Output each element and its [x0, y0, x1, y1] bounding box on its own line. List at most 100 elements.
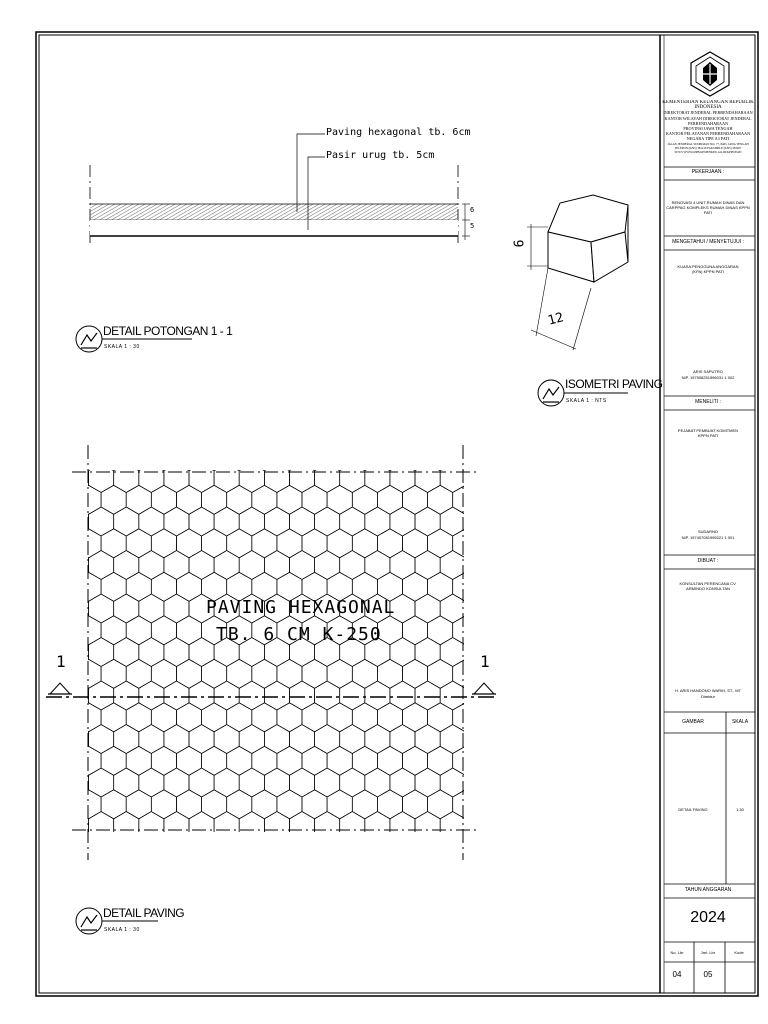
- hex-tile: [100, 571, 127, 602]
- hex-tile: [377, 702, 403, 733]
- hex-tile: [289, 680, 315, 711]
- hex-tile: [352, 833, 377, 862]
- mengetahui-label: MENGETAHUI / MENYETUJUI :: [672, 239, 744, 245]
- hex-tile: [364, 811, 391, 832]
- hex-tile: [163, 680, 190, 711]
- hex-tile: [88, 550, 115, 580]
- hex-tile: [377, 528, 403, 559]
- hex-tile: [439, 767, 464, 798]
- hex-tile: [339, 767, 366, 798]
- hex-tile: [264, 470, 290, 493]
- hex-tile: [301, 789, 328, 820]
- hex-tile: [264, 767, 290, 798]
- hex-tile: [188, 506, 215, 537]
- hex-tile: [251, 745, 278, 776]
- hex-tile: [314, 506, 341, 537]
- outer-border: [35, 31, 759, 997]
- hex-tile: [364, 470, 391, 493]
- hex-tile: [150, 745, 177, 776]
- hex-tile: [351, 528, 378, 559]
- hex-tile: [88, 789, 102, 820]
- org-line: KANTOR WILAYAH DIREKTORAT JENDERAL PERBE…: [664, 115, 752, 126]
- hex-tile: [251, 528, 278, 559]
- hex-tile: [113, 593, 140, 624]
- hex-tile: [276, 658, 303, 689]
- hex-tile: [326, 658, 353, 689]
- hex-tile: [289, 767, 315, 798]
- tahun-label: TAHUN ANGGARAN: [684, 887, 732, 893]
- hex-tile: [301, 702, 328, 733]
- hex-tile: [389, 680, 416, 711]
- hex-tile: [339, 680, 366, 711]
- pekerjaan-label: PEKERJAAN :: [691, 169, 725, 175]
- hex-tile: [88, 470, 89, 487]
- hex-tile: [314, 470, 341, 493]
- hex-tile: [452, 746, 464, 775]
- hex-tile: [478, 529, 503, 558]
- hex-tile: [402, 702, 428, 733]
- hex-tile: [389, 470, 416, 493]
- hex-tile: [213, 724, 240, 754]
- hex-tile: [351, 702, 378, 733]
- hex-tile: [339, 506, 366, 537]
- hex-tile: [125, 745, 152, 776]
- hex-tile: [427, 702, 454, 733]
- hex-tile: [427, 789, 454, 820]
- hex-tile: [163, 550, 190, 580]
- hex-tile: [402, 615, 428, 646]
- hex-label-line2: TB. 6 CM K-250: [216, 624, 382, 645]
- hex-tile: [314, 811, 341, 832]
- iso-height-label: 6: [512, 239, 528, 248]
- hex-tile: [402, 571, 428, 602]
- hex-tile: [339, 811, 366, 832]
- hex-tile: [465, 507, 490, 536]
- title-block: KEMENTERIAN KEUANGAN REPUBLIK INDONESIA …: [662, 36, 754, 992]
- hex-tile: [276, 789, 303, 820]
- hex-tile: [326, 789, 353, 820]
- hex-tile: [88, 745, 102, 776]
- hex-tile: [88, 767, 115, 798]
- pekerjaan-text: RENOVASI 4 UNIT RUMAH DINAS DAN CARPPAG …: [666, 200, 750, 215]
- hex-tile: [188, 767, 215, 798]
- meneliti-name: SUDARNO: [697, 529, 718, 534]
- hex-tile: [238, 724, 265, 754]
- hex-tile: [364, 724, 391, 754]
- hex-tile: [439, 811, 464, 832]
- no-lbr-label: No. Lbr: [670, 950, 684, 955]
- skala-value: 1:30: [736, 807, 744, 812]
- hex-tile: [125, 571, 152, 602]
- hex-tile: [289, 550, 315, 580]
- hex-tile: [125, 702, 152, 733]
- detail-potongan-scale: SKALA 1 : 30: [104, 344, 140, 350]
- hex-tile: [113, 506, 140, 537]
- hex-tile: [226, 528, 253, 559]
- hex-tile: [351, 745, 378, 776]
- hex-tile: [465, 725, 490, 754]
- hex-tile: [188, 811, 215, 832]
- hex-tile: [226, 745, 253, 776]
- hex-tile: [465, 594, 490, 623]
- hex-tile: [389, 767, 416, 798]
- hex-tile: [402, 789, 428, 820]
- paving-layer-label: Paving hexagonal tb. 6cm: [326, 127, 471, 138]
- hex-tile: [88, 615, 102, 646]
- hex-tile: [314, 550, 341, 580]
- hex-tile: [150, 571, 177, 602]
- hex-tile: [113, 550, 140, 580]
- hex-tile: [125, 528, 152, 559]
- hex-tile: [113, 470, 140, 493]
- hex-tile: [227, 833, 252, 862]
- hex-tile: [465, 812, 490, 841]
- hex-tile: [188, 637, 215, 667]
- hex-tile: [176, 571, 202, 602]
- hex-tile: [125, 658, 152, 689]
- hex-tile: [88, 774, 89, 791]
- jml-lbr-value: 05: [703, 970, 713, 979]
- org-line: KANTOR PELAYANAN PERBENDAHARAAN NEGARA T…: [665, 131, 751, 142]
- hex-tile: [264, 550, 290, 580]
- hex-tile: [125, 615, 152, 646]
- detail-potongan-section: [89, 133, 470, 245]
- hex-tile: [289, 811, 315, 832]
- hex-tile: [414, 550, 441, 580]
- detail-paving-symbol: [75, 907, 158, 935]
